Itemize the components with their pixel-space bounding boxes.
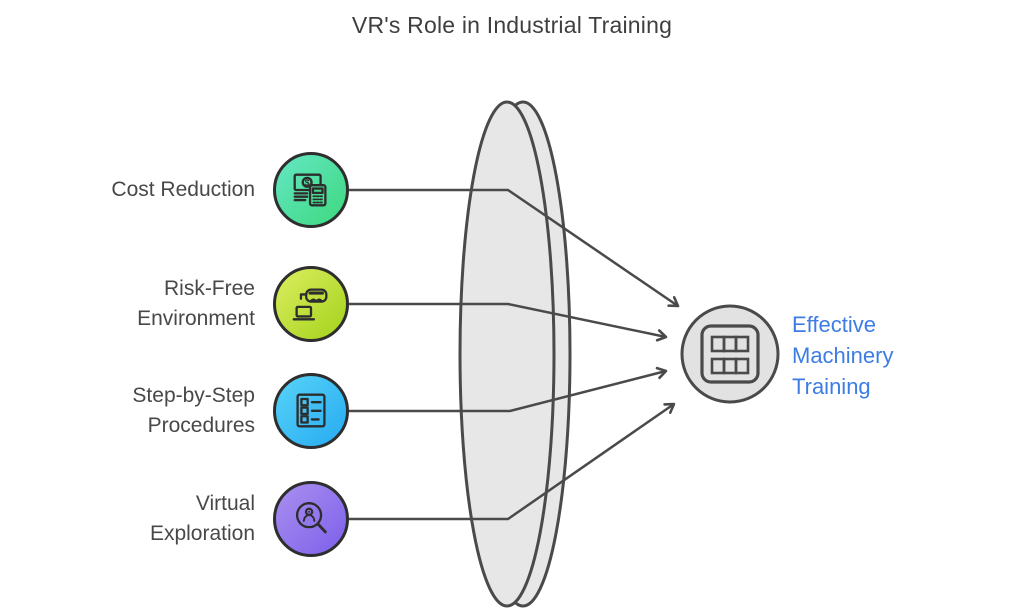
connector-virtual-exploration xyxy=(349,402,676,521)
vr-headset-laptop-icon xyxy=(273,266,349,342)
connector-step-by-step-procedures xyxy=(349,366,668,413)
item-label-step-by-step-procedures: Step-by-Step Procedures xyxy=(132,384,255,437)
checklist-icon xyxy=(273,373,349,449)
result-node xyxy=(680,304,780,404)
connector-risk-free-environment xyxy=(349,302,668,342)
money-calculator-icon: $ xyxy=(273,152,349,228)
diagram-title: VR's Role in Industrial Training xyxy=(351,12,673,38)
item-label-risk-free-environment: Risk-Free Environment xyxy=(137,277,255,330)
item-label-cost-reduction: Cost Reduction xyxy=(111,178,255,201)
lens-shape xyxy=(458,100,572,608)
result-label: Effective Machinery Training xyxy=(792,312,894,399)
magnifier-robot-icon xyxy=(273,481,349,557)
machinery-grid-icon xyxy=(700,324,760,384)
svg-text:$: $ xyxy=(305,177,310,187)
connector-cost-reduction xyxy=(349,188,680,308)
item-label-virtual-exploration: Virtual Exploration xyxy=(149,492,255,545)
